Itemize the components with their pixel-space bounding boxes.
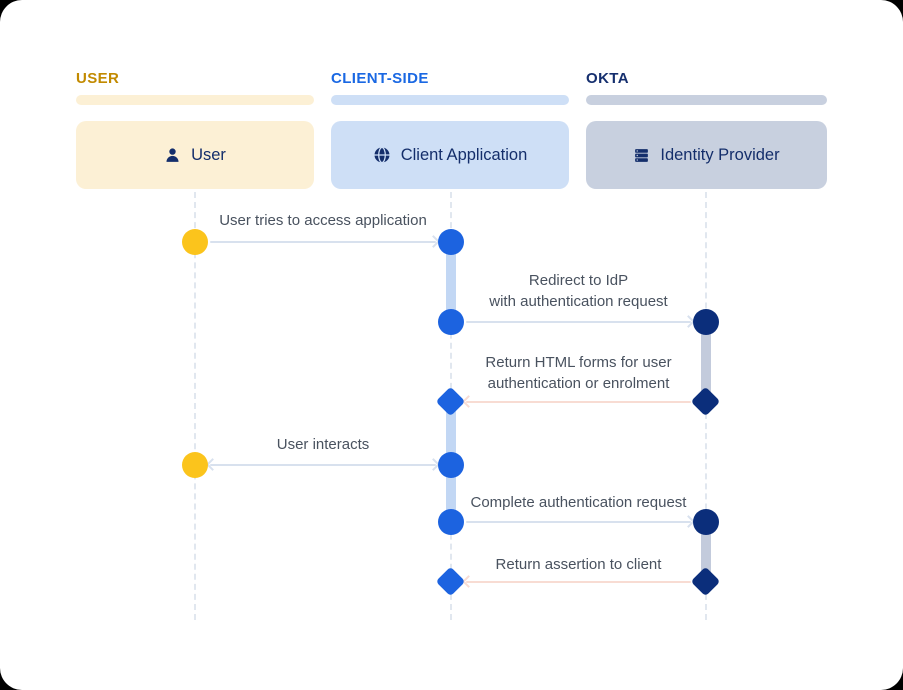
message-5-arrow <box>464 515 695 528</box>
message-3-arrow <box>462 395 693 408</box>
message-2-receiver-node <box>693 309 719 335</box>
message-4-client-node <box>438 452 464 478</box>
activation-okta-2 <box>701 522 711 582</box>
user-icon <box>164 147 181 164</box>
lane-bar-client <box>331 95 569 105</box>
globe-icon <box>373 146 391 164</box>
actor-label-okta: Identity Provider <box>660 145 780 164</box>
lane-header-client: CLIENT-SIDE <box>331 70 429 87</box>
actor-card-user: User <box>76 121 314 189</box>
lane-bar-user <box>76 95 314 105</box>
message-5-sender-node <box>438 509 464 535</box>
activation-client-1 <box>446 242 456 322</box>
lane-header-okta: OKTA <box>586 70 629 87</box>
message-2-label: Redirect to IdP with authentication requ… <box>489 272 668 311</box>
message-2-sender-node <box>438 309 464 335</box>
message-4-arrow <box>206 458 440 471</box>
message-2-arrow <box>464 315 695 328</box>
actor-card-client: Client Application <box>331 121 569 189</box>
activation-okta-1 <box>701 322 711 402</box>
message-5-receiver-node <box>693 509 719 535</box>
message-6-label: Return assertion to client <box>495 556 662 573</box>
lane-header-user: USER <box>76 70 120 87</box>
message-3-label: Return HTML forms for user authenticatio… <box>485 354 672 393</box>
lane-bar-okta <box>586 95 827 105</box>
message-4-label: User interacts <box>276 436 370 453</box>
message-6-arrow <box>462 575 693 588</box>
actor-label-user: User <box>191 145 226 164</box>
actor-label-client: Client Application <box>400 145 528 164</box>
lifeline-user <box>194 192 196 620</box>
message-1-sender-node <box>182 229 208 255</box>
message-1-label: User tries to access application <box>219 212 427 229</box>
message-1-arrow <box>208 235 440 248</box>
server-icon <box>633 147 650 164</box>
message-4-user-node <box>182 452 208 478</box>
actor-card-okta: Identity Provider <box>586 121 827 189</box>
message-5-label: Complete authentication request <box>470 494 687 511</box>
message-1-receiver-node <box>438 229 464 255</box>
